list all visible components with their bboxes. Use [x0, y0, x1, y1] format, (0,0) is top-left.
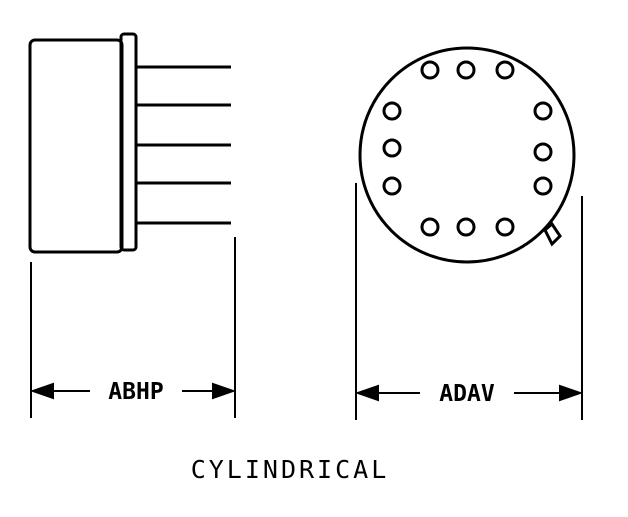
package-type-caption: CYLINDRICAL [191, 455, 390, 484]
side-width-label: ABHP [108, 379, 163, 405]
side-view [28, 32, 231, 254]
arrowhead-right [212, 382, 237, 400]
lead-hole [533, 142, 553, 162]
bottom-diameter-label: ADAV [439, 381, 495, 407]
package-body [28, 38, 124, 254]
lead-hole [495, 60, 515, 80]
lead-hole [382, 138, 402, 158]
package-leads [136, 65, 231, 225]
lead-hole [382, 176, 402, 196]
orientation-tab [543, 221, 562, 247]
lead-hole [456, 217, 476, 237]
lead-hole [533, 176, 553, 196]
lead-hole [420, 217, 440, 237]
arrowhead-left [354, 384, 379, 402]
package-outline-circle [358, 46, 576, 264]
arrowhead-left [29, 382, 54, 400]
lead-holes [382, 60, 553, 237]
side-dimension [29, 237, 237, 418]
arrowhead-right [559, 384, 584, 402]
lead-hole [456, 60, 476, 80]
bottom-dimension [354, 183, 584, 420]
lead-hole [495, 217, 515, 237]
lead-hole [533, 101, 553, 121]
package-flange [119, 32, 138, 252]
lead-hole [420, 60, 440, 80]
lead-hole [382, 101, 402, 121]
bottom-view [358, 46, 576, 264]
